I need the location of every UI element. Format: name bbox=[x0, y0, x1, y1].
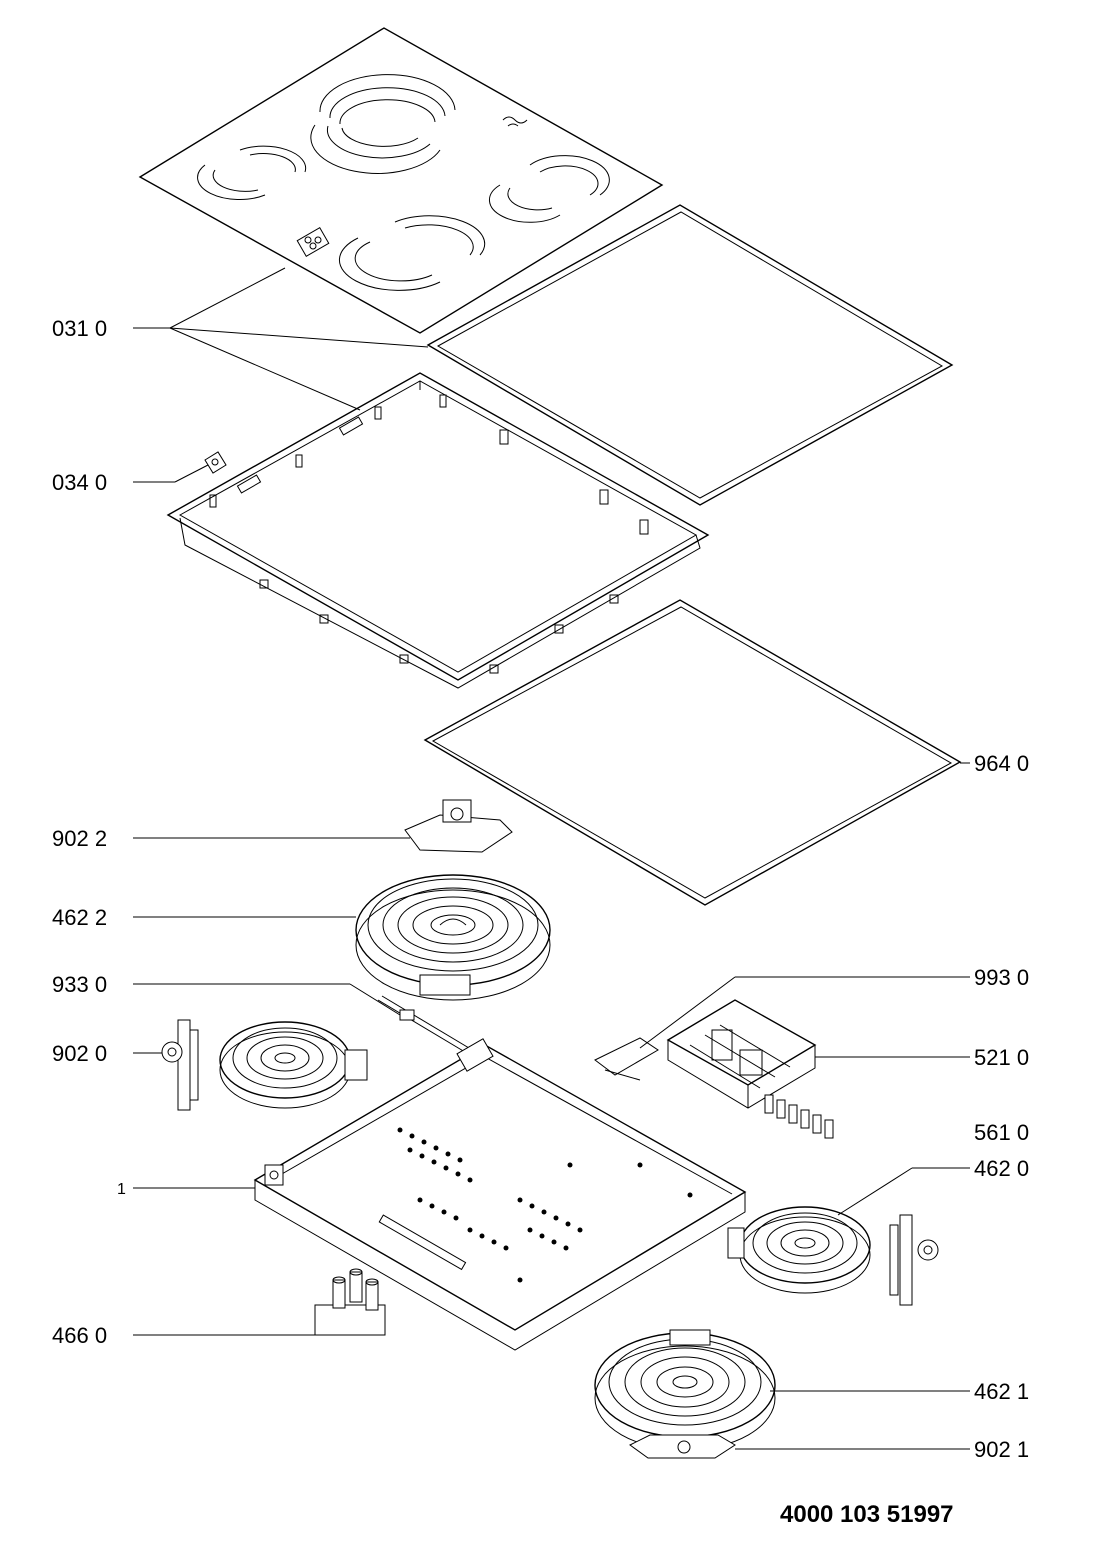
bracket-front bbox=[629, 1434, 736, 1459]
callout-902-0: 902 0 bbox=[52, 1041, 107, 1066]
heater-large bbox=[355, 874, 551, 1001]
callout-1: 1 bbox=[117, 1181, 126, 1198]
leader-lines bbox=[133, 267, 970, 1450]
hob-marking-right bbox=[488, 155, 610, 223]
callout-034-0: 034 0 bbox=[52, 470, 107, 495]
hob-marking-front bbox=[338, 215, 486, 291]
callout-993-0: 993 0 bbox=[974, 965, 1029, 990]
heater-front bbox=[594, 1329, 776, 1451]
bracket-small-left bbox=[161, 1019, 199, 1111]
frame-clip bbox=[204, 451, 227, 474]
vent-holes bbox=[397, 1127, 693, 1283]
callout-462-0: 462 0 bbox=[974, 1156, 1029, 1181]
callout-964-0: 964 0 bbox=[974, 751, 1029, 776]
gasket-seal bbox=[423, 599, 962, 906]
control-module bbox=[666, 999, 834, 1139]
callout-labels: 031 0 034 0 964 0 902 2 462 2 933 0 993 … bbox=[52, 316, 1029, 1462]
callout-031-0: 031 0 bbox=[52, 316, 107, 341]
callout-902-1: 902 1 bbox=[974, 1437, 1029, 1462]
callout-902-2: 902 2 bbox=[52, 826, 107, 851]
bracket-large-rear bbox=[404, 799, 513, 853]
callout-561-0: 561 0 bbox=[974, 1120, 1029, 1145]
callout-521-0: 521 0 bbox=[974, 1045, 1029, 1070]
heater-small-left bbox=[219, 1021, 368, 1109]
brand-logo-icon bbox=[502, 116, 528, 127]
terminal-block bbox=[314, 1268, 386, 1336]
callout-933-0: 933 0 bbox=[52, 972, 107, 997]
frame-slots bbox=[209, 394, 649, 674]
cooktop-frame bbox=[166, 372, 710, 689]
module-bracket bbox=[594, 1037, 659, 1081]
glass-plate bbox=[426, 204, 954, 506]
callout-462-2: 462 2 bbox=[52, 905, 107, 930]
drawing-code: 4000 103 51997 bbox=[780, 1501, 954, 1528]
base-pan bbox=[253, 1038, 747, 1351]
hob-marking-left bbox=[197, 145, 307, 200]
zone-indicator-icon bbox=[296, 227, 330, 257]
callout-466-0: 466 0 bbox=[52, 1323, 107, 1348]
hob-marking-large bbox=[310, 74, 456, 174]
module-connector-pins bbox=[764, 1094, 834, 1139]
bracket-small-right bbox=[889, 1214, 939, 1306]
heater-small-right bbox=[727, 1206, 871, 1294]
temperature-sensor bbox=[377, 995, 475, 1056]
callout-462-1: 462 1 bbox=[974, 1379, 1029, 1404]
glass-cooktop-panel bbox=[138, 27, 664, 334]
